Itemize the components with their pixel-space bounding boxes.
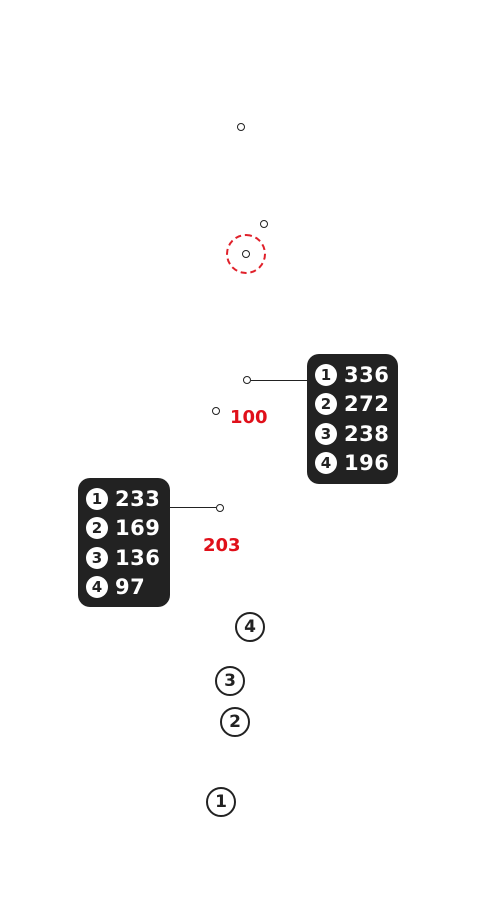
callout-card-left: 1 233 2 169 3 136 4 97 — [78, 478, 170, 607]
numbered-marker-3: 3 — [215, 666, 245, 696]
callout-value: 238 — [344, 421, 390, 446]
point-node-3 — [243, 376, 251, 384]
callout-row: 4 97 — [86, 573, 162, 603]
callout-value: 196 — [344, 451, 390, 476]
number-badge: 3 — [315, 422, 337, 445]
point-node-2 — [260, 220, 268, 228]
numbered-marker-1: 1 — [206, 787, 236, 817]
callout-value: 136 — [115, 545, 161, 570]
numbered-marker-2: 2 — [220, 707, 250, 737]
callout-value: 169 — [115, 516, 161, 541]
numbered-marker-4: 4 — [235, 612, 265, 642]
point-node-5 — [216, 504, 224, 512]
callout-value: 97 — [115, 575, 146, 600]
callout-value: 336 — [344, 362, 390, 387]
number-badge: 1 — [86, 487, 108, 510]
callout-row: 2 272 — [315, 390, 390, 420]
number-badge: 3 — [86, 546, 108, 569]
callout-card-right: 1 336 2 272 3 238 4 196 — [307, 354, 398, 484]
callout-value: 272 — [344, 392, 390, 417]
callout-row: 1 336 — [315, 360, 390, 390]
callout-row: 1 233 — [86, 484, 162, 514]
distance-label: 100 — [230, 407, 268, 428]
callout-row: 3 136 — [86, 543, 162, 573]
leader-line-right — [251, 380, 309, 381]
callout-row: 3 238 — [315, 419, 390, 449]
number-badge: 2 — [315, 393, 337, 416]
callout-value: 233 — [115, 486, 161, 511]
number-badge: 2 — [86, 517, 108, 540]
number-badge: 4 — [86, 576, 108, 599]
point-node-1 — [237, 123, 245, 131]
number-badge: 4 — [315, 452, 337, 475]
leader-line-left — [168, 507, 216, 508]
callout-row: 4 196 — [315, 449, 390, 479]
highlight-ring — [226, 234, 266, 274]
point-node-4 — [212, 407, 220, 415]
point-node-highlighted — [242, 250, 250, 258]
distance-label: 203 — [203, 535, 241, 556]
number-badge: 1 — [315, 363, 337, 386]
callout-row: 2 169 — [86, 514, 162, 544]
